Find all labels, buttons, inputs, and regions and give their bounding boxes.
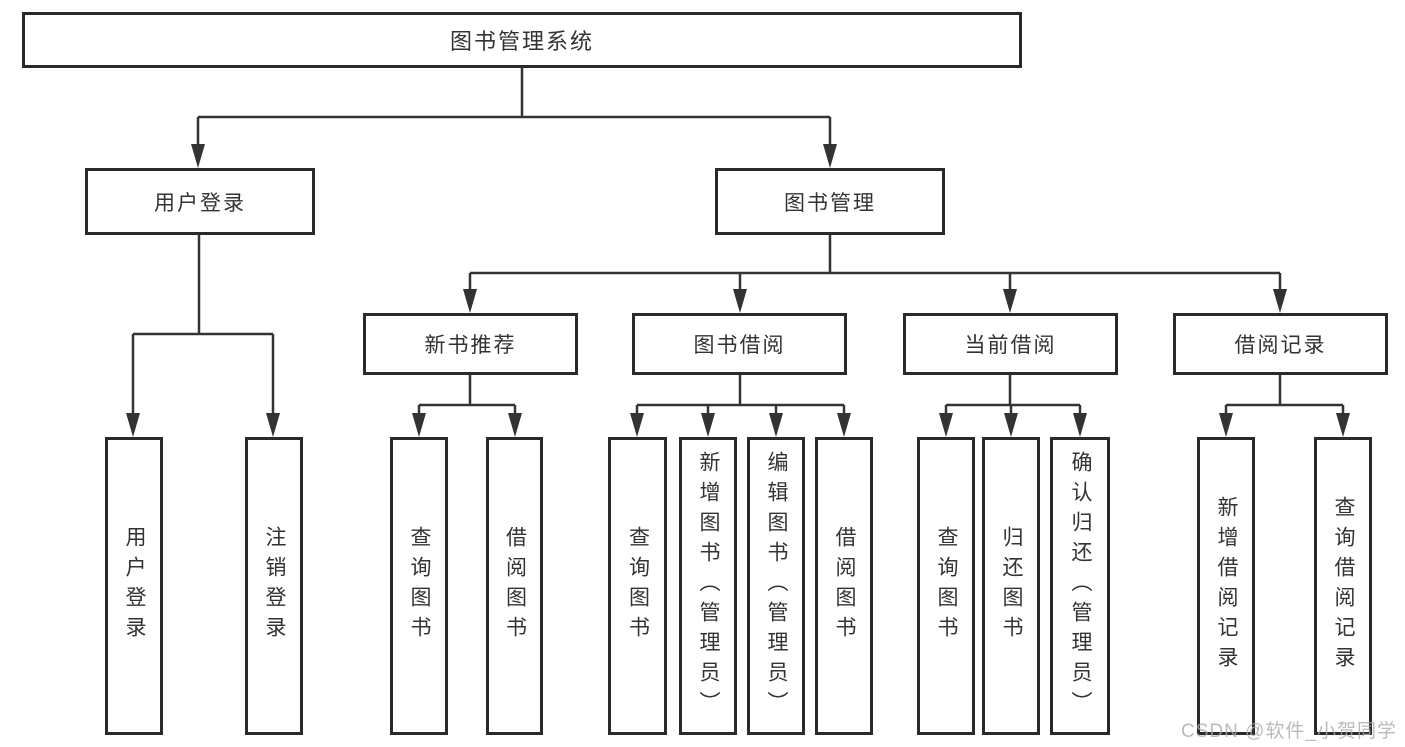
leaf-borrow-books-borrowing: 借阅图书 [815,437,873,735]
leaf-edit-books-admin: 编辑图书（管理员） [747,437,805,735]
leaf-query-books-borrowing: 查询图书 [608,437,667,735]
leaf-logout: 注销登录 [245,437,303,735]
node-user-login: 用户登录 [85,168,315,235]
node-current-borrowing: 当前借阅 [903,313,1118,375]
leaf-confirm-return-admin: 确认归还（管理员） [1050,437,1110,735]
leaf-return-books: 归还图书 [982,437,1040,735]
watermark: CSDN @软件_小贺同学 [1181,721,1397,742]
leaf-query-borrow-record: 查询借阅记录 [1314,437,1372,735]
leaf-add-borrow-record: 新增借阅记录 [1197,437,1255,735]
node-new-book-recommendation: 新书推荐 [363,313,578,375]
leaf-borrow-books-recommend: 借阅图书 [486,437,543,735]
leaf-query-books-current: 查询图书 [917,437,975,735]
leaf-user-login: 用户登录 [105,437,163,735]
node-borrowing-records: 借阅记录 [1173,313,1388,375]
leaf-add-books-admin: 新增图书（管理员） [679,437,737,735]
leaf-query-books-recommend: 查询图书 [390,437,448,735]
arrowhead-icons [126,144,1350,437]
node-book-borrowing: 图书借阅 [632,313,847,375]
node-book-management: 图书管理 [715,168,945,235]
node-library-management-system: 图书管理系统 [22,12,1022,68]
